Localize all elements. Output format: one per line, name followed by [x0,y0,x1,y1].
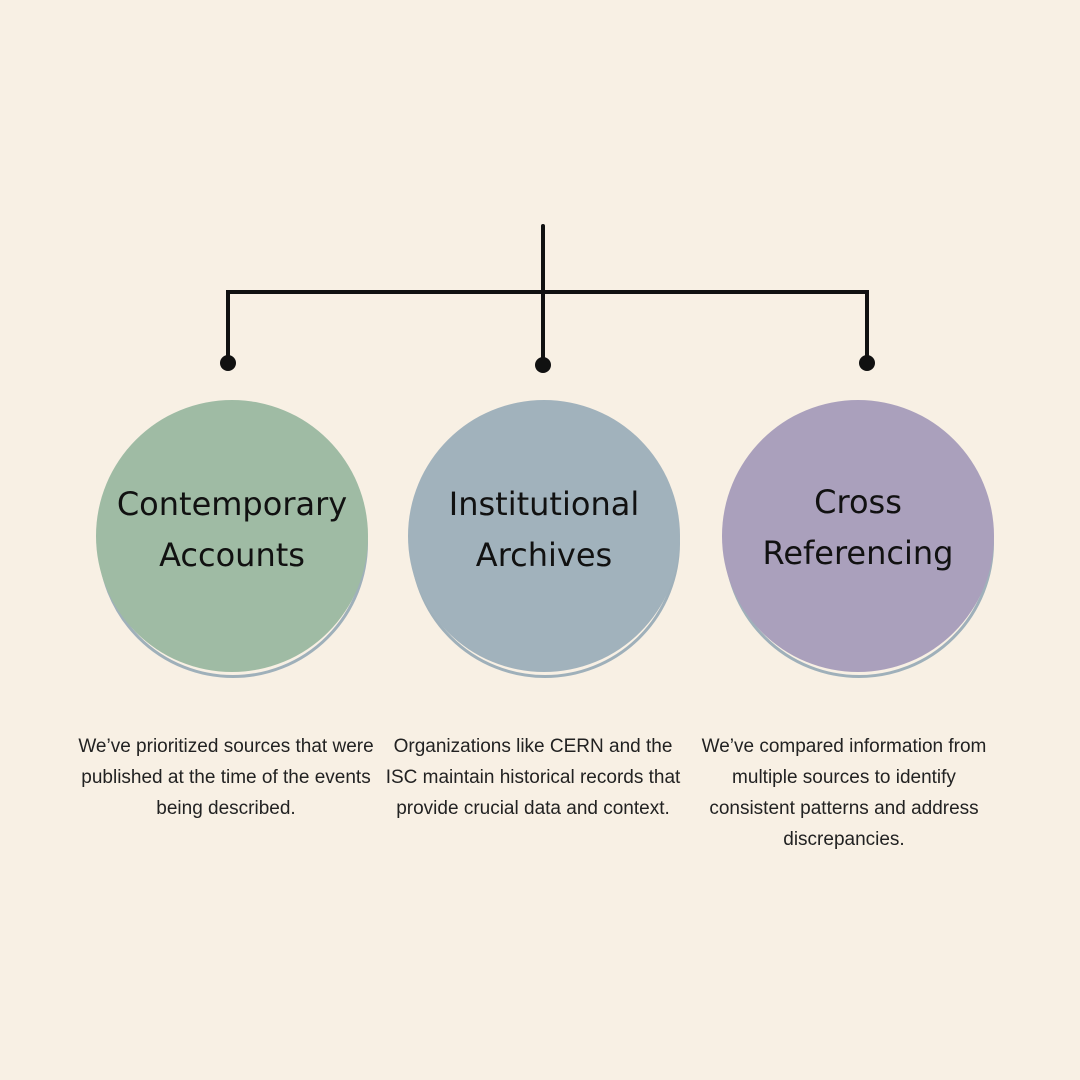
node-title: Contemporary Accounts [96,394,368,666]
node-title-line1: Institutional [448,485,640,523]
node-title: Institutional Archives [408,394,680,666]
node-description-cross-referencing: We’ve compared information from multiple… [701,736,987,850]
node-institutional-archives: Institutional Archives [408,400,684,678]
node-title-line1: Contemporary [116,485,348,523]
node-circle [408,400,680,672]
node-circle [96,400,368,672]
node-title-line1: Cross [814,483,902,521]
node-contemporary-accounts: Contemporary Accounts [96,400,372,678]
node-description-institutional-archives: Organizations like CERN and the ISC main… [385,736,681,819]
node-circle [722,400,994,672]
branch-dot-left [220,355,236,371]
node-cross-referencing: Cross Referencing [722,400,998,678]
node-title: Cross Referencing [722,392,994,664]
node-title-line2: Archives [475,536,613,574]
node-title-line2: Accounts [159,536,305,574]
node-title-line2: Referencing [762,534,954,572]
branch-dot-right [859,355,875,371]
node-description-contemporary-accounts: We’ve prioritized sources that were publ… [78,736,374,819]
branch-dot-center [535,357,551,373]
